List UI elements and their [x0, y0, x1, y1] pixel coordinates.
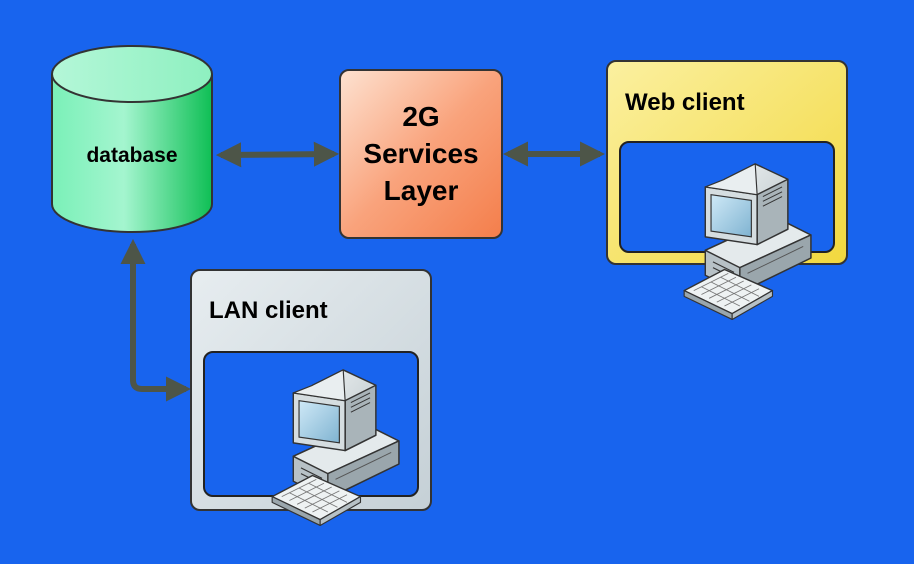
connectors	[120, 141, 606, 402]
lan-client-node: LAN client	[190, 269, 432, 527]
lan-client-label: LAN client	[209, 297, 328, 324]
services-label-line1: 2G	[402, 101, 439, 132]
connector-db-services	[215, 141, 340, 168]
web-client-label: Web client	[625, 89, 745, 116]
services-label-line2: Services	[363, 138, 478, 169]
services-layer-node: 2G Services Layer	[339, 69, 503, 239]
web-client-node: Web client	[606, 60, 848, 321]
database-node: database	[51, 45, 213, 233]
connector-db-lan	[120, 238, 192, 402]
services-label-line3: Layer	[384, 175, 459, 206]
database-label: database	[86, 144, 177, 167]
